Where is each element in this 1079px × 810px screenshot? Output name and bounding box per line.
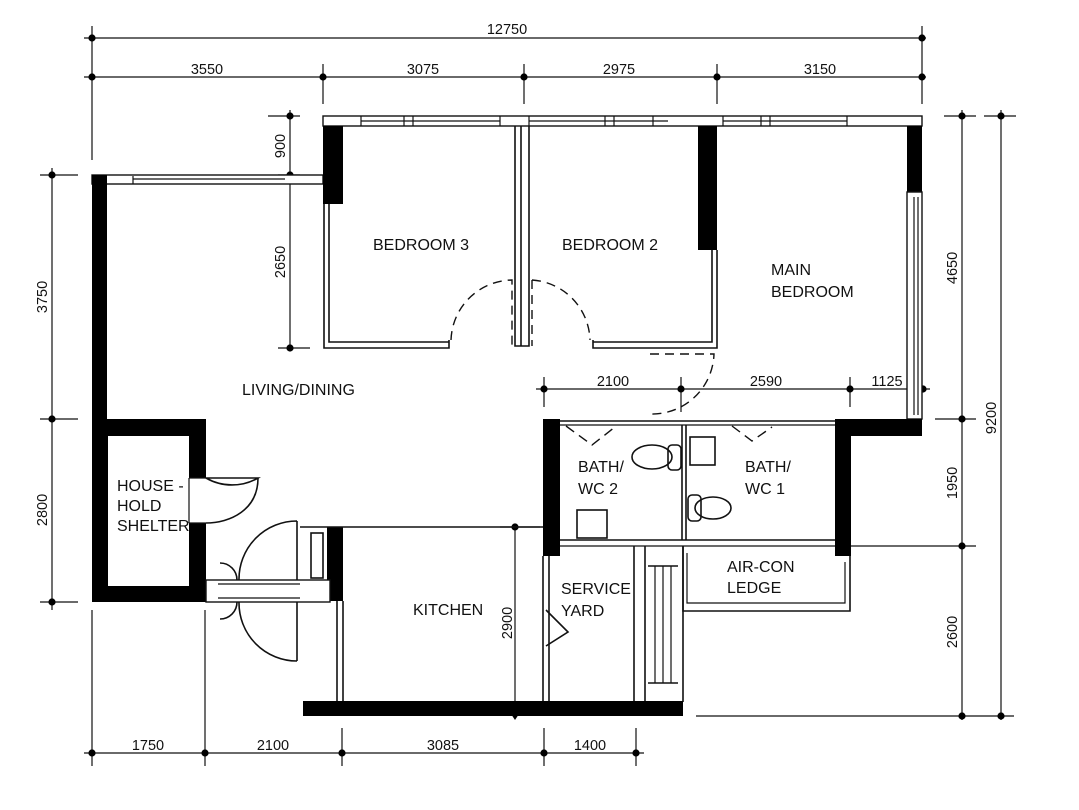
room-bath-wc2-line2: WC 2: [578, 481, 618, 498]
dim-top-3: 2975: [603, 62, 635, 78]
room-main-bedroom-line1: MAIN: [771, 262, 811, 279]
room-kitchen: KITCHEN: [413, 602, 483, 619]
dim-left-2: 2800: [35, 494, 51, 526]
dim-bath-3: 1125: [871, 374, 902, 390]
room-bedroom-3: BEDROOM 3: [373, 237, 469, 254]
room-living-dining: LIVING/DINING: [242, 382, 355, 399]
dim-left-1: 3750: [35, 281, 51, 313]
room-shelter-line3: SHELTER: [117, 518, 190, 535]
dim-bottom-4: 1400: [574, 738, 606, 754]
dim-bottom-1: 1750: [132, 738, 164, 754]
dim-top-4: 3150: [804, 62, 836, 78]
room-shelter-line2: HOLD: [117, 498, 161, 515]
room-bedroom-2: BEDROOM 2: [562, 237, 658, 254]
dim-right-1: 4650: [945, 252, 961, 284]
room-bath-wc1-line2: WC 1: [745, 481, 785, 498]
walls: [91, 115, 923, 716]
dimension-labels: 12750 3550 3075 2975 3150 3750 2800 900 …: [35, 22, 1000, 754]
room-service-yard-line2: YARD: [561, 603, 604, 620]
dim-kitchen-depth: 2900: [500, 607, 516, 639]
dim-top-overall: 12750: [487, 22, 527, 38]
room-labels: BEDROOM 3 BEDROOM 2 MAIN BEDROOM LIVING/…: [117, 237, 854, 620]
room-main-bedroom-line2: BEDROOM: [771, 284, 854, 301]
dim-bath-1: 2100: [597, 374, 629, 390]
dim-top-1: 3550: [191, 62, 223, 78]
dim-right-2: 1950: [945, 467, 961, 499]
dimension-lines: [40, 26, 1016, 766]
room-aircon-ledge-line1: AIR-CON: [727, 559, 795, 576]
dim-bath-2: 2590: [750, 374, 782, 390]
dim-bedroom-depth: 2650: [273, 246, 289, 278]
dim-right-3: 2600: [945, 616, 961, 648]
dim-bottom-3: 3085: [427, 738, 459, 754]
dim-right-overall: 9200: [984, 402, 1000, 434]
room-bath-wc1-line1: BATH/: [745, 459, 791, 476]
room-bath-wc2-line1: BATH/: [578, 459, 624, 476]
room-aircon-ledge-line2: LEDGE: [727, 580, 781, 597]
room-service-yard-line1: SERVICE: [561, 581, 631, 598]
dim-bottom-2: 2100: [257, 738, 289, 754]
dim-bedroom-offset: 900: [273, 134, 289, 158]
dim-top-2: 3075: [407, 62, 439, 78]
room-shelter-line1: HOUSE -: [117, 478, 184, 495]
